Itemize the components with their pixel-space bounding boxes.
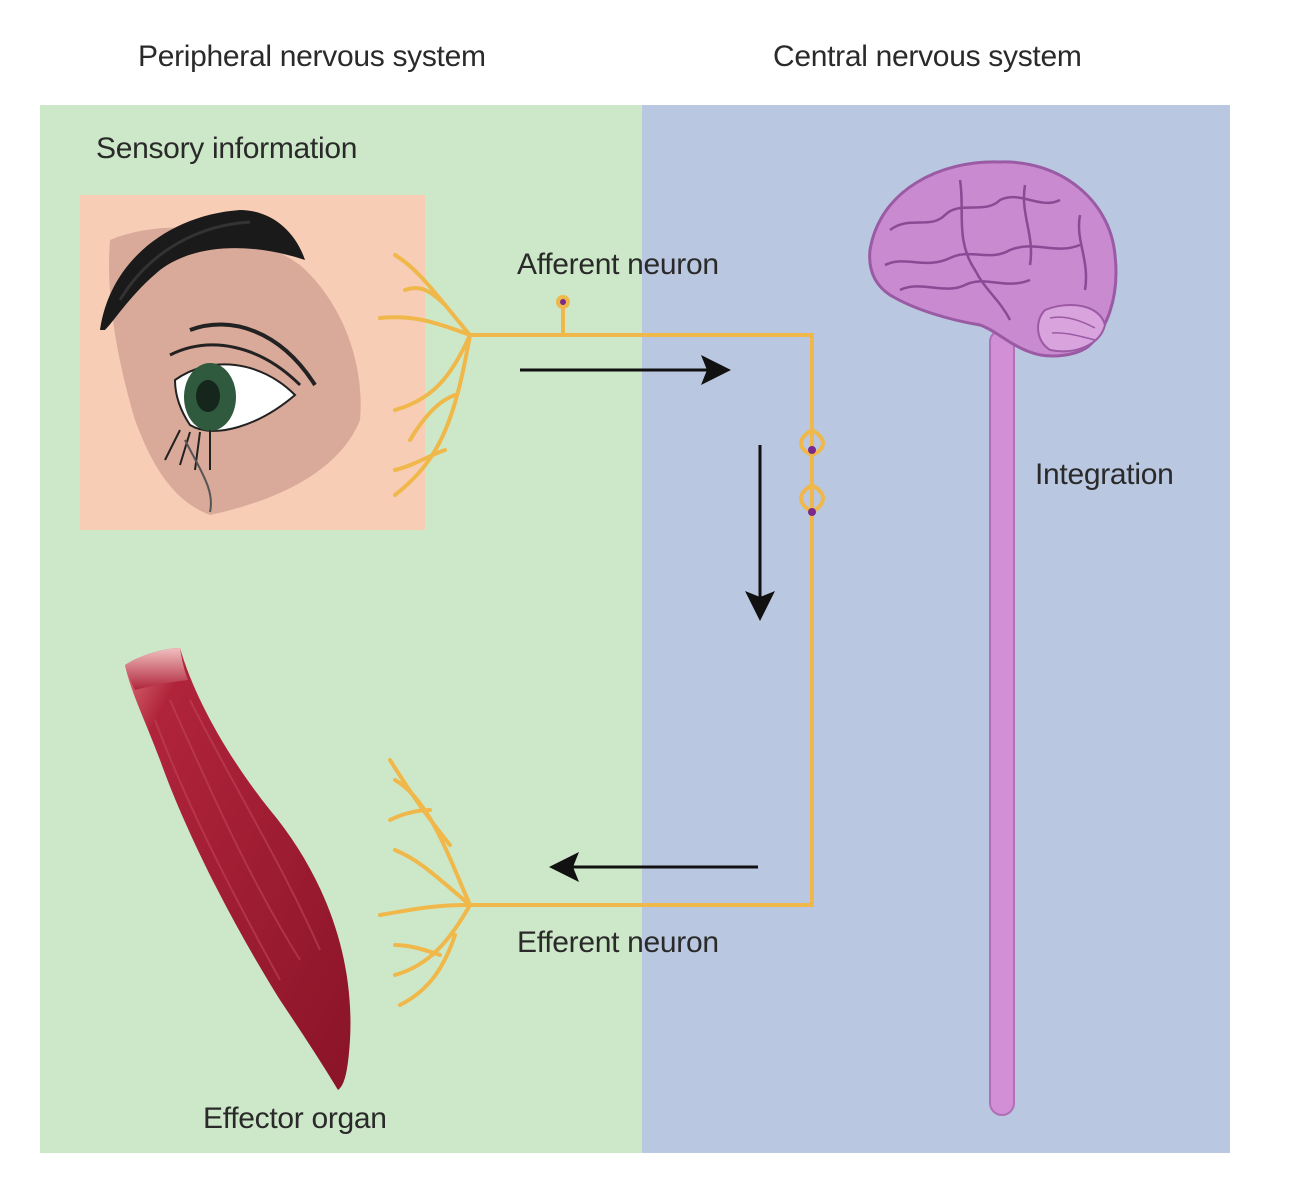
brain-illustration [868, 160, 1118, 1116]
central-header: Central nervous system [773, 40, 1082, 73]
synapse-dot [808, 446, 816, 454]
eye-illustration [80, 195, 425, 530]
effector-label: Effector organ [203, 1102, 387, 1135]
peripheral-header: Peripheral nervous system [138, 40, 486, 73]
efferent-label: Efferent neuron [517, 926, 719, 959]
afferent-neuron [378, 253, 825, 1007]
sensory-label: Sensory information [96, 132, 358, 165]
synapse-dot [808, 508, 816, 516]
integration-label: Integration [1035, 458, 1174, 491]
muscle-illustration [125, 648, 351, 1090]
afferent-label: Afferent neuron [517, 248, 719, 281]
spinal-cord [989, 329, 1015, 1116]
